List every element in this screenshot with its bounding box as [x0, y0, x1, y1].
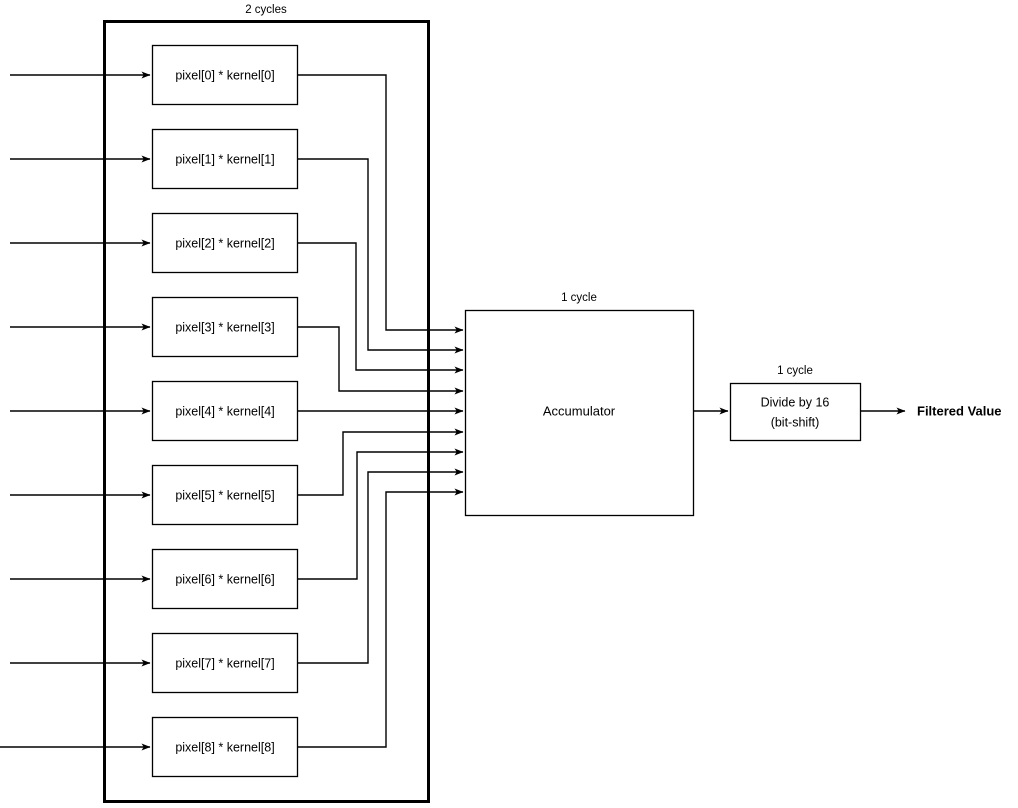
- route-wire-6: [297, 448, 464, 580]
- multiplier-to-accumulator-wires: [297, 74, 464, 748]
- input-wires: [0, 71, 151, 751]
- route-wire-8: [297, 488, 464, 748]
- multiplier-box-6[interactable]: pixel[6] * kernel[6]: [151, 548, 299, 610]
- multiplier-box-3-label: pixel[3] * kernel[3]: [175, 320, 274, 334]
- route-wire-1: [297, 158, 464, 354]
- route-wire-7: [297, 468, 464, 664]
- multiplier-box-4-label: pixel[4] * kernel[4]: [175, 404, 274, 418]
- multiplier-box-2-label: pixel[2] * kernel[2]: [175, 236, 274, 250]
- multiplier-box-1-label: pixel[1] * kernel[1]: [175, 152, 274, 166]
- divider-label-line1: Divide by 16: [761, 395, 830, 409]
- multiplier-box-0-label: pixel[0] * kernel[0]: [175, 68, 274, 82]
- divider-cycle-label: 1 cycle: [777, 365, 813, 377]
- multiplier-box-0[interactable]: pixel[0] * kernel[0]: [151, 44, 299, 106]
- divider-box[interactable]: Divide by 16 (bit-shift): [729, 382, 862, 442]
- multiplier-box-6-label: pixel[6] * kernel[6]: [175, 572, 274, 586]
- route-wire-0: [297, 74, 464, 334]
- multiplier-box-8[interactable]: pixel[8] * kernel[8]: [151, 716, 299, 778]
- accumulator-box[interactable]: Accumulator: [464, 309, 695, 517]
- route-wire-2: [297, 242, 464, 374]
- multiplier-box-3[interactable]: pixel[3] * kernel[3]: [151, 296, 299, 358]
- accumulator-label: Accumulator: [543, 403, 616, 418]
- multiplier-box-7[interactable]: pixel[7] * kernel[7]: [151, 632, 299, 694]
- route-wire-3: [297, 326, 464, 395]
- multiplier-boxes: pixel[0] * kernel[0] pixel[1] * kernel[1…: [151, 44, 299, 778]
- multiplier-box-5[interactable]: pixel[5] * kernel[5]: [151, 464, 299, 526]
- multiplier-box-7-label: pixel[7] * kernel[7]: [175, 656, 274, 670]
- multiplier-box-8-label: pixel[8] * kernel[8]: [175, 740, 274, 754]
- accumulator-cycle-label: 1 cycle: [561, 292, 597, 304]
- multiplier-group-cycle-label: 2 cycles: [245, 4, 287, 16]
- multiplier-box-2[interactable]: pixel[2] * kernel[2]: [151, 212, 299, 274]
- divider-label-line2: (bit-shift): [771, 415, 820, 429]
- multiplier-box-5-label: pixel[5] * kernel[5]: [175, 488, 274, 502]
- route-wire-5: [297, 428, 464, 496]
- multiplier-box-1[interactable]: pixel[1] * kernel[1]: [151, 128, 299, 190]
- multiplier-box-4[interactable]: pixel[4] * kernel[4]: [151, 380, 299, 442]
- output-label: Filtered Value: [917, 403, 1002, 418]
